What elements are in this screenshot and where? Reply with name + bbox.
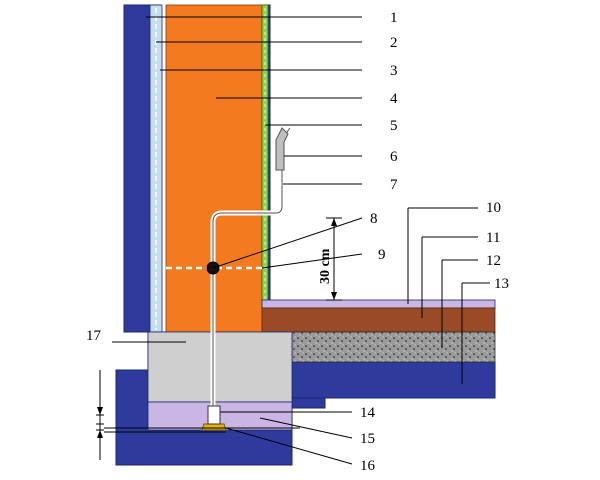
callout-7: 7 <box>390 177 398 193</box>
left-dimension-arrow-1 <box>97 407 103 415</box>
callout-2: 2 <box>390 35 398 51</box>
dimension-label: 30 cm <box>318 248 333 284</box>
callout-16: 16 <box>360 458 376 474</box>
gravel-layer <box>291 331 496 363</box>
callout-10: 10 <box>486 200 501 216</box>
callout-6: 6 <box>390 149 398 165</box>
callout-14: 14 <box>360 405 376 421</box>
callout-5: 5 <box>390 118 398 134</box>
callout-13: 13 <box>494 276 509 292</box>
anchor-hook <box>275 127 289 171</box>
leader-9 <box>261 253 363 269</box>
leader-15-b <box>259 417 353 439</box>
callout-8: 8 <box>370 211 378 227</box>
callout-11: 11 <box>486 230 500 246</box>
callout-17: 17 <box>86 328 102 344</box>
callout-15: 15 <box>360 431 375 447</box>
anchor-nut <box>207 405 221 425</box>
left-dimension-arrow-2 <box>97 430 103 438</box>
callout-1: 1 <box>390 10 398 26</box>
dimension-arrow-down <box>331 292 337 300</box>
dimension-arrow-up <box>331 218 337 226</box>
leader-8 <box>212 217 363 269</box>
callout-9: 9 <box>378 247 386 263</box>
callout-12: 12 <box>486 253 501 269</box>
floor-finish-layer <box>261 299 496 309</box>
leader-16 <box>225 427 353 465</box>
callout-3: 3 <box>390 63 398 79</box>
callout-4: 4 <box>390 91 398 107</box>
screed-layer <box>261 307 496 333</box>
masonry-slab-support <box>291 361 496 399</box>
anchor-base-plate <box>201 423 227 431</box>
